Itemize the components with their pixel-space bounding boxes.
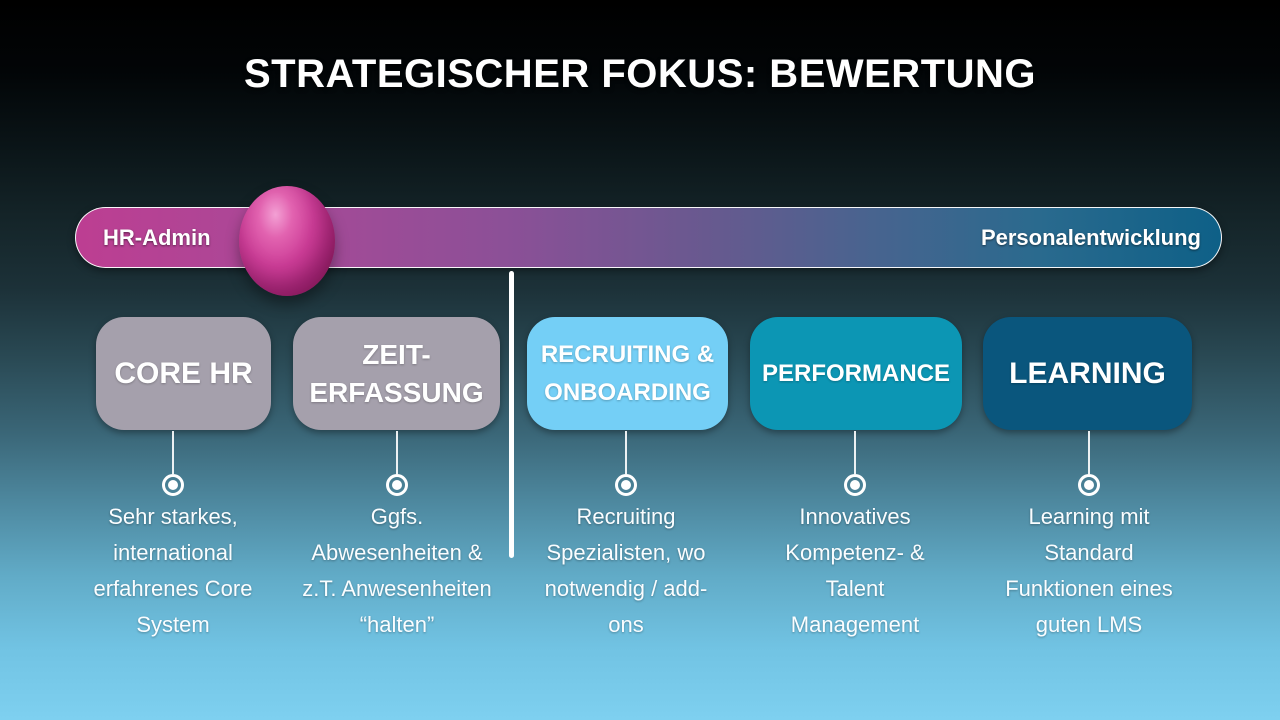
spectrum-right-label: Personalentwicklung	[980, 224, 1201, 250]
category-box-zeiterfassung: ZEIT- ERFASSUNG	[293, 317, 500, 430]
category-box-learning: LEARNING	[983, 317, 1192, 430]
connector-line	[396, 431, 398, 474]
category-description-recruiting-onboarding: Recruiting Spezialisten, wo notwendig / …	[544, 504, 708, 637]
category-description-zeiterfassung: Ggfs. Abwesenheiten & z.T. Anwesenheiten…	[302, 504, 492, 637]
target-bullet-icon	[162, 474, 184, 496]
spectrum-left-label: HR-Admin	[103, 224, 211, 250]
bullet-dot	[392, 480, 402, 490]
target-bullet-icon	[615, 474, 637, 496]
target-bullet-icon	[844, 474, 866, 496]
vertical-divider	[509, 271, 514, 558]
category-box-recruiting-onboarding: RECRUITING & ONBOARDING	[527, 317, 728, 430]
bullet-dot	[621, 480, 631, 490]
category-description-learning: Learning mit Standard Funktionen eines g…	[1005, 504, 1173, 637]
bullet-dot	[850, 480, 860, 490]
bullet-dot	[1084, 480, 1094, 490]
connector-line	[1088, 431, 1090, 474]
connector-line	[172, 431, 174, 474]
target-bullet-icon	[386, 474, 408, 496]
connector-line	[625, 431, 627, 474]
bullet-dot	[168, 480, 178, 490]
category-description-core-hr: Sehr starkes, international erfahrenes C…	[93, 504, 253, 637]
category-description-performance: Innovatives Kompetenz- & Talent Manageme…	[785, 504, 925, 637]
category-box-core-hr: CORE HR	[96, 317, 271, 430]
connector-line	[854, 431, 856, 474]
slide-title: STRATEGISCHER FOKUS: BEWERTUNG	[243, 52, 1037, 96]
target-bullet-icon	[1078, 474, 1100, 496]
category-box-performance: PERFORMANCE	[750, 317, 962, 430]
spectrum-marker-sphere-icon	[239, 186, 335, 296]
